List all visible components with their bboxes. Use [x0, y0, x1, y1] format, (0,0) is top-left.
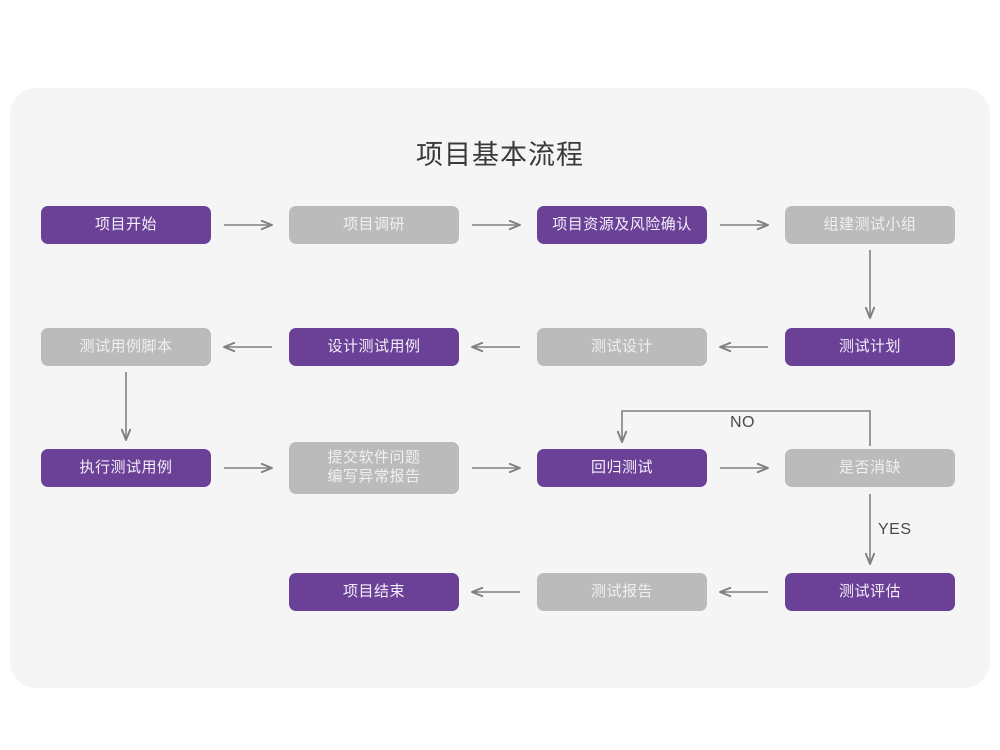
node-project-start[interactable]: 项目开始: [41, 206, 211, 244]
node-label-second-line: 编写异常报告: [327, 468, 421, 485]
node-label: 测试用例脚本: [79, 337, 173, 355]
node-label: 设计测试用例: [327, 337, 421, 355]
node-execute-test-cases[interactable]: 执行测试用例: [41, 449, 211, 487]
node-resource-risk-confirm[interactable]: 项目资源及风险确认: [537, 206, 707, 244]
node-form-test-team[interactable]: 组建测试小组: [785, 206, 955, 244]
page-title: 项目基本流程: [416, 140, 584, 170]
node-label: 是否消缺: [838, 458, 901, 476]
node-project-research[interactable]: 项目调研: [289, 206, 459, 244]
node-label: 测试评估: [838, 582, 901, 600]
node-label: 测试报告: [590, 582, 653, 600]
node-design-test-cases[interactable]: 设计测试用例: [289, 328, 459, 366]
node-test-evaluation[interactable]: 测试评估: [785, 573, 955, 611]
edge-label-yes: YES: [878, 521, 912, 538]
node-submit-issue-report[interactable]: 提交软件问题 编写异常报告: [289, 442, 459, 494]
node-test-case-script[interactable]: 测试用例脚本: [41, 328, 211, 366]
node-label: 执行测试用例: [79, 458, 173, 476]
node-label: 测试计划: [838, 337, 901, 355]
node-project-end[interactable]: 项目结束: [289, 573, 459, 611]
node-defect-cleared-decision[interactable]: 是否消缺: [785, 449, 955, 487]
node-label: 回归测试: [590, 458, 653, 476]
node-label: 测试设计: [590, 337, 653, 355]
node-regression-test[interactable]: 回归测试: [537, 449, 707, 487]
node-label: 组建测试小组: [823, 215, 917, 233]
node-label: 项目开始: [94, 215, 157, 233]
node-label-wrap: 提交软件问题 编写异常报告: [327, 449, 420, 487]
edge-label-no: NO: [730, 414, 755, 431]
node-test-plan[interactable]: 测试计划: [785, 328, 955, 366]
node-label: 项目调研: [342, 215, 405, 233]
node-label: 提交软件问题: [327, 449, 421, 467]
node-test-report[interactable]: 测试报告: [537, 573, 707, 611]
node-test-design[interactable]: 测试设计: [537, 328, 707, 366]
node-label: 项目资源及风险确认: [552, 215, 692, 233]
node-label: 项目结束: [342, 582, 405, 600]
